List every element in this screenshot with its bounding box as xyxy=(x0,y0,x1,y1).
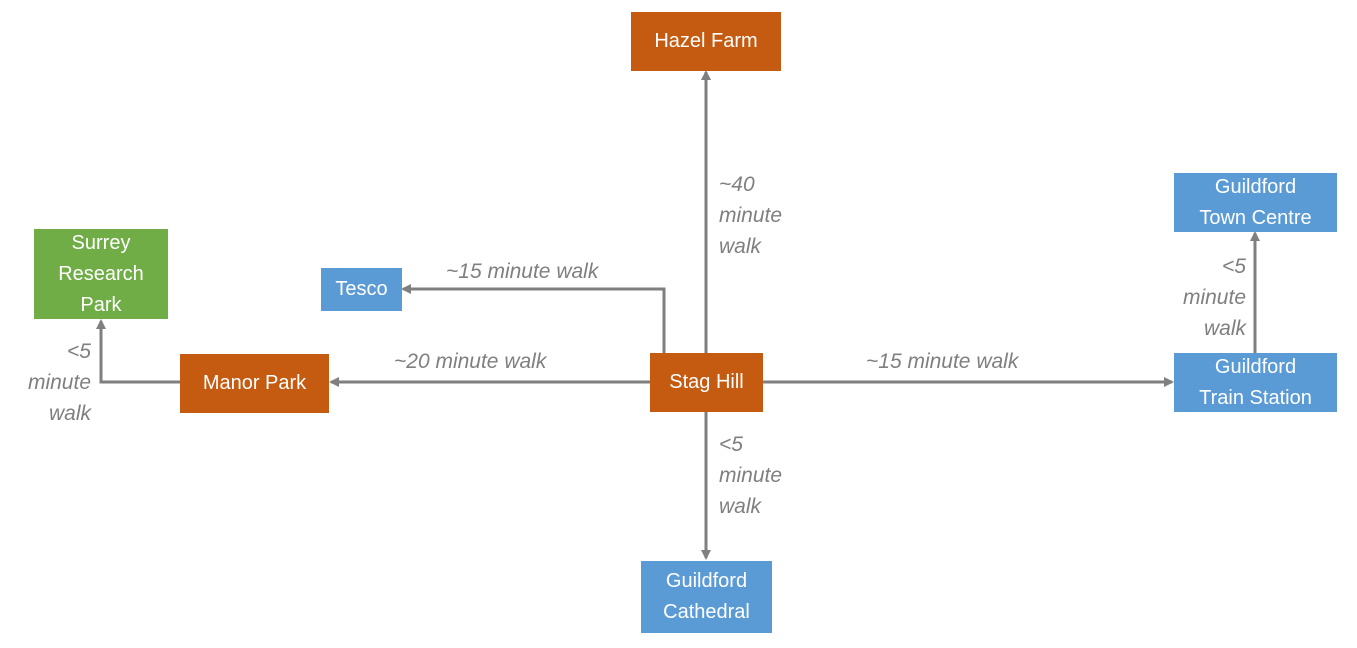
node-guildford-cathedral: Guildford Cathedral xyxy=(641,561,772,633)
node-stag-hill: Stag Hill xyxy=(650,353,763,412)
node-surrey-research-park-label: Surrey Research Park xyxy=(58,231,144,316)
node-guildford-train-station-label: Guildford Train Station xyxy=(1199,355,1312,409)
node-tesco-label: Tesco xyxy=(335,278,388,300)
label-manor-to-research: <5 minute walk xyxy=(27,340,91,425)
node-tesco: Tesco xyxy=(321,268,402,311)
node-guildford-cathedral-label: Guildford Cathedral xyxy=(663,570,750,623)
node-guildford-train-station: Guildford Train Station xyxy=(1174,353,1337,412)
node-guildford-town-centre-label: Guildford Town Centre xyxy=(1199,175,1312,229)
arrow-manor-to-research xyxy=(96,319,181,384)
node-hazel-farm: Hazel Farm xyxy=(631,12,781,71)
label-station-to-town: <5 minute walk xyxy=(1182,255,1246,340)
node-manor-park: Manor Park xyxy=(180,354,329,413)
label-stag-to-tesco: ~15 minute walk xyxy=(446,260,599,283)
node-manor-park-label: Manor Park xyxy=(202,372,307,394)
node-guildford-town-centre: Guildford Town Centre xyxy=(1174,173,1337,232)
node-hazel-farm-label: Hazel Farm xyxy=(654,30,758,52)
label-stag-to-station: ~15 minute walk xyxy=(866,350,1019,373)
label-stag-to-cathedral: <5 minute walk xyxy=(719,433,783,518)
node-surrey-research-park: Surrey Research Park xyxy=(34,229,168,319)
node-stag-hill-label: Stag Hill xyxy=(669,371,744,393)
arrow-stag-to-tesco xyxy=(401,284,666,354)
label-stag-to-hazel: ~40 minute walk xyxy=(719,173,783,258)
label-stag-to-manor: ~20 minute walk xyxy=(394,350,547,373)
